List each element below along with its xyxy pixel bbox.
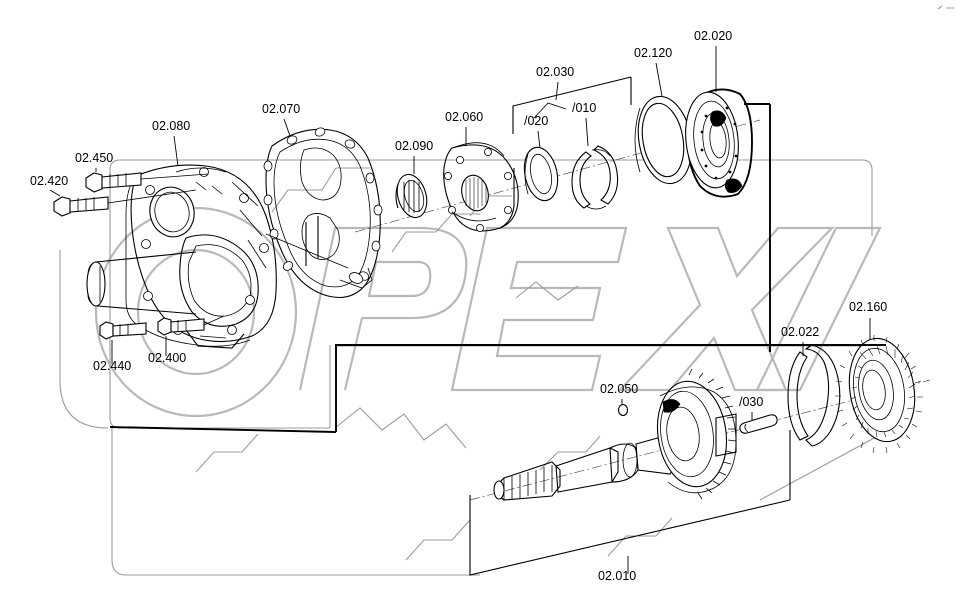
part-label-02-420: 02.420 [30, 174, 68, 188]
part-bearing-housing-cover [86, 164, 277, 349]
leader-lines [49, 46, 886, 576]
part-label-02-050: 02.050 [600, 382, 638, 396]
part-thrust-washer [523, 146, 559, 202]
part-label-02-030: 02.030 [536, 65, 574, 79]
part-label-020: /020 [524, 114, 548, 128]
part-label-02-450: 02.450 [75, 151, 113, 165]
part-label-02-090: 02.090 [395, 139, 433, 153]
corner-registration-mark [937, 5, 954, 10]
watermark-opex-text [94, 206, 882, 418]
part-label-02-120: 02.120 [634, 46, 672, 60]
part-flange-hub [443, 142, 519, 232]
part-split-ring-half [571, 145, 619, 210]
part-ball-detent [617, 403, 629, 417]
part-label-02-060: 02.060 [445, 110, 483, 124]
part-dowel-pin [739, 414, 778, 434]
part-synchronizer-ring [835, 335, 923, 454]
part-label-02-400: 02.400 [148, 351, 186, 365]
part-label-02-070: 02.070 [262, 102, 300, 116]
part-input-shaft [493, 368, 737, 501]
part-hex-bolt-upper [85, 172, 142, 193]
part-hex-bolt-lower-left [99, 321, 147, 340]
part-label-02-080: 02.080 [152, 119, 190, 133]
part-label-02-160: 02.160 [849, 300, 887, 314]
part-label-02-010: 02.010 [598, 569, 636, 583]
part-label-02-440: 02.440 [93, 359, 131, 373]
part-label-030: /030 [739, 395, 763, 409]
part-label-010: /010 [572, 101, 596, 115]
part-hex-bolt-lower [157, 317, 205, 336]
part-shaft-seal [395, 173, 428, 219]
part-label-02-020: 02.020 [694, 29, 732, 43]
part-ball-bearing [685, 88, 753, 198]
part-hex-bolt-upper-left [53, 196, 109, 217]
part-label-02-022: 02.022 [781, 325, 819, 339]
